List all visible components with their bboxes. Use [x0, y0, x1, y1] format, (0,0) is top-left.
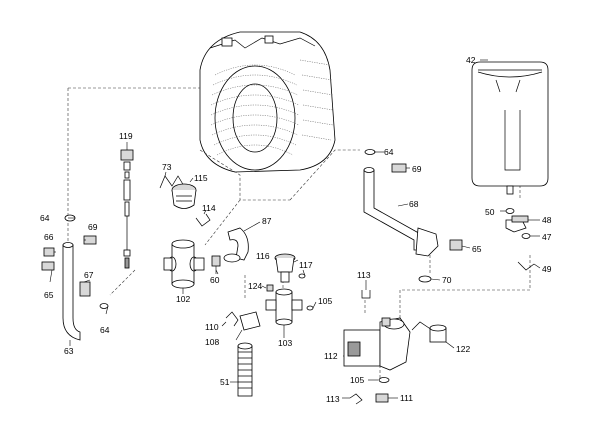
part-label-69-left: 69: [88, 222, 98, 232]
part-label-47: 47: [542, 232, 552, 242]
part-label-60: 60: [210, 275, 220, 285]
leader-lines: [49, 151, 541, 399]
part-label-124: 124: [248, 281, 262, 291]
part-labels: 42 119 73 115 64 69 64 69 68 50 48 47 49…: [40, 55, 552, 404]
part-label-111: 111: [400, 393, 413, 403]
part-label-108: 108: [205, 337, 219, 347]
heat-exchanger: [199, 31, 336, 173]
part-label-73: 73: [162, 162, 172, 172]
part-label-66: 66: [44, 232, 54, 242]
flow-pipe-68: [363, 149, 463, 283]
part-label-115: 115: [194, 173, 208, 183]
part-label-113-bottom: 113: [326, 394, 340, 404]
part-label-63: 63: [64, 346, 74, 356]
connector-60: [211, 255, 221, 274]
part-label-119: 119: [119, 131, 133, 141]
part-label-64-left: 64: [40, 213, 50, 223]
drain-assembly: [225, 311, 261, 397]
part-label-114: 114: [202, 203, 216, 213]
tee-block-103: [265, 284, 314, 326]
vessel-fittings: [505, 208, 535, 271]
part-label-64-bottom: 64: [100, 325, 110, 335]
part-label-67: 67: [84, 270, 94, 280]
part-label-102: 102: [176, 294, 190, 304]
expansion-vessel: [471, 59, 549, 195]
part-label-64: 64: [384, 147, 394, 157]
pump-assembly: [343, 290, 447, 405]
part-label-103: 103: [278, 338, 292, 348]
valve-stem-assembly: [120, 142, 134, 269]
part-label-48: 48: [542, 215, 552, 225]
part-label-112: 112: [324, 351, 338, 361]
part-label-105-bottom: 105: [350, 375, 364, 385]
clip-and-elbow: [195, 213, 261, 263]
valve-116: [274, 253, 306, 283]
part-label-116: 116: [256, 251, 270, 261]
part-label-105: 105: [318, 296, 332, 306]
part-label-87: 87: [262, 216, 272, 226]
part-label-113-top: 113: [357, 270, 371, 280]
part-label-51: 51: [220, 377, 230, 387]
part-label-50: 50: [485, 207, 495, 217]
clip-and-valve-head: [159, 175, 197, 209]
part-label-42: 42: [466, 55, 476, 65]
part-label-68: 68: [409, 199, 419, 209]
part-label-69: 69: [412, 164, 422, 174]
part-label-65-left: 65: [44, 290, 54, 300]
part-label-49: 49: [542, 264, 552, 274]
part-label-110: 110: [205, 322, 219, 332]
hydraulic-block: [163, 239, 205, 294]
part-label-122: 122: [456, 344, 470, 354]
part-label-65: 65: [472, 244, 482, 254]
part-label-70: 70: [442, 275, 452, 285]
left-pipe-and-clips: [41, 214, 109, 341]
part-label-117: 117: [299, 260, 313, 270]
